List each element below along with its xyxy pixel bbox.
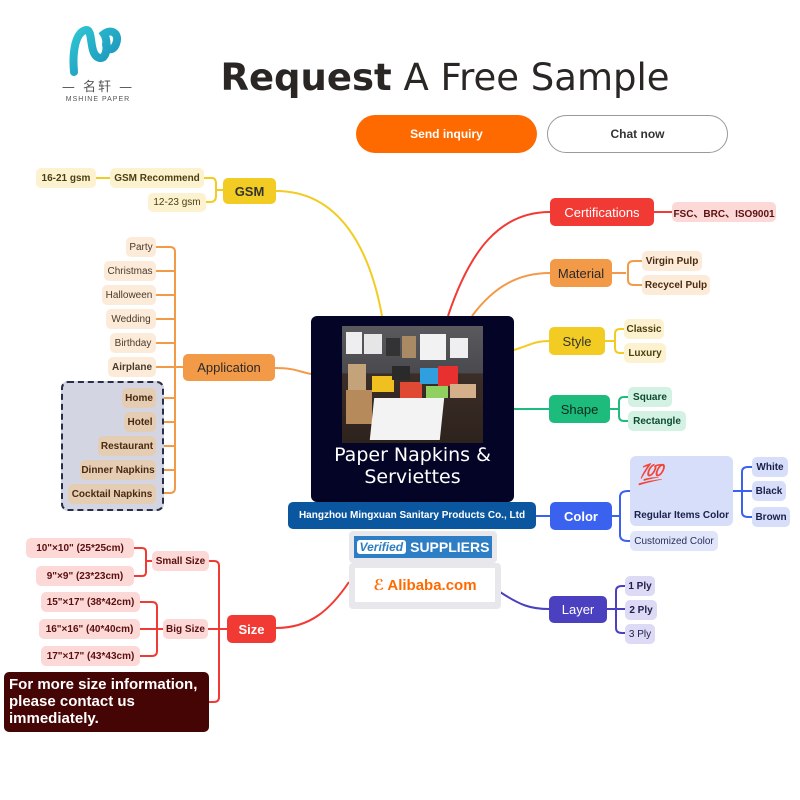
size-contact-note: For more size information, please contac… <box>4 672 209 732</box>
topic-shape[interactable]: Shape <box>549 395 610 423</box>
verified-suppliers-text: SUPPLIERS <box>410 539 490 555</box>
logo-cn-label: 名轩 <box>82 80 113 95</box>
verified-v: V <box>359 540 368 554</box>
layer-item[interactable]: 3 Ply <box>625 624 655 644</box>
brand-logo: — 名轩 — MSHINE PAPER <box>58 20 138 110</box>
color-item[interactable]: Brown <box>752 507 790 527</box>
company-name-banner: Hangzhou Mingxuan Sanitary Products Co.,… <box>288 502 536 529</box>
verified-v-icon: Verified <box>356 540 407 554</box>
connector-material-sub <box>612 260 642 286</box>
application-grouped-item[interactable]: Home <box>122 388 156 408</box>
material-item[interactable]: Recycel Pulp <box>642 275 710 295</box>
color-item[interactable]: Black <box>752 481 786 501</box>
central-topic-title: Paper Napkins & Serviettes <box>311 444 514 488</box>
style-item[interactable]: Luxury <box>624 343 666 363</box>
application-grouped-item[interactable]: Cocktail Napkins <box>68 484 156 504</box>
size-big-item[interactable]: 17"×17" (43*43cm) <box>41 646 140 666</box>
mshine-logo-icon <box>69 26 121 76</box>
material-item[interactable]: Virgin Pulp <box>642 251 702 271</box>
topic-application[interactable]: Application <box>183 354 275 381</box>
connector-shape-sub <box>610 396 628 422</box>
hundred-points-icon: 💯 <box>638 464 663 486</box>
application-item[interactable]: Airplane <box>108 357 156 377</box>
connector-certifications <box>447 211 551 317</box>
topic-certifications[interactable]: Certifications <box>550 198 654 226</box>
gsm-recommend[interactable]: GSM Recommend <box>110 168 204 188</box>
central-topic-card: Paper Napkins & Serviettes <box>311 316 514 502</box>
central-title-line1: Paper Napkins & <box>334 444 491 466</box>
color-custom[interactable]: Customized Color <box>630 531 718 551</box>
logo-english-text: MSHINE PAPER <box>65 96 131 103</box>
chat-now-button[interactable]: Chat now <box>547 115 728 153</box>
connector-gsm <box>275 190 383 317</box>
topic-size[interactable]: Size <box>227 615 276 643</box>
topic-material[interactable]: Material <box>550 259 612 287</box>
size-big-item[interactable]: 16"×16" (40*40cm) <box>39 619 140 639</box>
layer-item[interactable]: 1 Ply <box>625 576 655 596</box>
alibaba-text: Alibaba.com <box>387 576 477 594</box>
layer-item[interactable]: 2 Ply <box>625 600 657 620</box>
shape-item[interactable]: Square <box>628 387 672 407</box>
application-grouped-item[interactable]: Hotel <box>124 412 156 432</box>
certifications-value[interactable]: FSC、BRC、ISO9001 <box>672 202 776 222</box>
application-item[interactable]: Halloween <box>102 285 156 305</box>
verified-word: erified <box>367 540 404 554</box>
application-grouped-item[interactable]: Restaurant <box>98 436 156 456</box>
topic-layer[interactable]: Layer <box>549 596 607 623</box>
connector-style-sub <box>605 328 624 354</box>
application-item[interactable]: Christmas <box>104 261 156 281</box>
color-item[interactable]: White <box>752 457 788 477</box>
gsm-recommend-value[interactable]: 16-21 gsm <box>36 168 96 188</box>
page-title: Request A Free Sample <box>0 56 800 99</box>
topic-gsm[interactable]: GSM <box>223 178 276 204</box>
gsm-range[interactable]: 12-23 gsm <box>148 193 206 212</box>
central-title-line2: Serviettes <box>364 466 461 488</box>
size-big[interactable]: Big Size <box>163 619 208 639</box>
color-regular-items[interactable]: 💯 Regular Items Color <box>630 456 733 526</box>
connector-layer <box>499 591 550 610</box>
logo-chinese-text: — 名轩 — <box>61 80 135 95</box>
title-bold: Request <box>220 56 392 99</box>
send-inquiry-button[interactable]: Send inquiry <box>356 115 537 153</box>
topic-color[interactable]: Color <box>550 502 612 530</box>
style-item[interactable]: Classic <box>624 319 664 339</box>
napkin-products-photo <box>342 326 483 443</box>
application-item[interactable]: Wedding <box>106 309 156 329</box>
size-small-item[interactable]: 9"×9" (23*23cm) <box>36 566 134 586</box>
title-rest: A Free Sample <box>391 56 670 99</box>
connector-size <box>275 581 350 629</box>
regular-items-color-label: Regular Items Color <box>633 510 730 521</box>
alibaba-logo-icon: ℰ <box>373 577 385 594</box>
application-item[interactable]: Party <box>126 237 156 257</box>
shape-item[interactable]: Rectangle <box>628 411 686 431</box>
connector-layer-sub <box>607 585 625 634</box>
application-grouped-item[interactable]: Dinner Napkins <box>80 460 156 480</box>
size-small[interactable]: Small Size <box>152 551 209 571</box>
size-small-item[interactable]: 10"×10" (25*25cm) <box>26 538 134 558</box>
connector-material <box>471 272 551 317</box>
application-item[interactable]: Birthday <box>110 333 156 353</box>
size-big-item[interactable]: 15"×17" (38*42cm) <box>41 592 140 612</box>
connector-style <box>513 340 550 351</box>
topic-style[interactable]: Style <box>549 327 605 355</box>
connector-application <box>274 367 312 375</box>
